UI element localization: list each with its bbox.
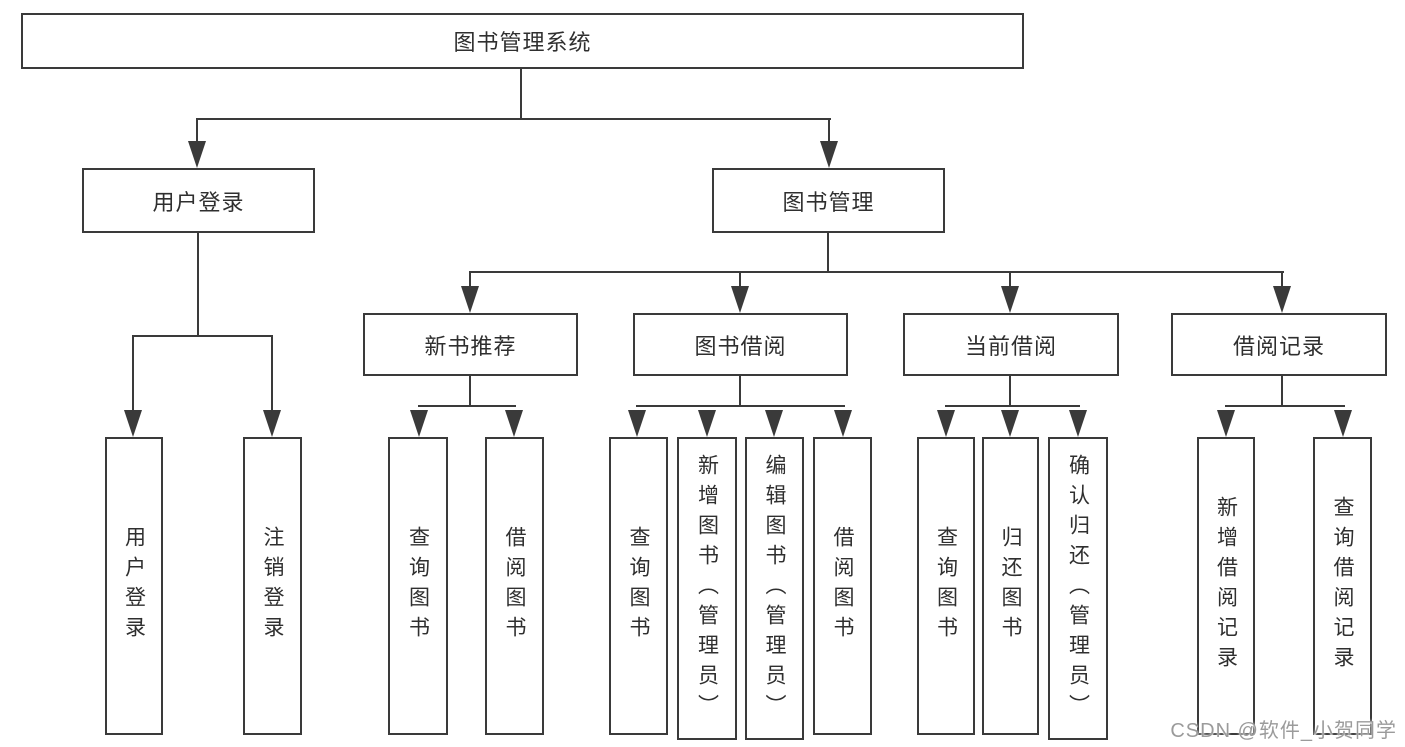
arrowhead-icon <box>505 410 523 437</box>
node-library-system: 图书管理系统 <box>21 13 1024 69</box>
connector-line <box>469 376 471 407</box>
connector-line <box>827 233 829 273</box>
node-label: 图书管理系统 <box>453 30 592 55</box>
connector-line <box>132 335 273 337</box>
connector-line <box>196 118 198 145</box>
node-user-login: 用户登录 <box>82 168 315 233</box>
node-label: 用户登录 <box>152 189 245 215</box>
connector-line <box>469 272 471 288</box>
arrowhead-icon <box>461 286 479 313</box>
node-label: 查询借阅记录 <box>1331 496 1354 676</box>
connector-line <box>520 69 522 120</box>
arrowhead-icon <box>698 410 716 437</box>
leaf-logout-login: 注销登录 <box>243 437 302 735</box>
connector-line <box>1009 376 1011 407</box>
leaf-query-borrow-record: 查询借阅记录 <box>1313 437 1372 735</box>
leaf-confirm-return-admin: 确认归还（管理员） <box>1048 437 1108 740</box>
arrowhead-icon <box>937 410 955 437</box>
arrowhead-icon <box>188 141 206 168</box>
leaf-add-borrow-record: 新增借阅记录 <box>1197 437 1255 735</box>
node-label: 新增图书（管理员） <box>695 453 719 724</box>
node-label: 查询图书 <box>406 526 430 646</box>
connector-line <box>196 118 831 120</box>
arrowhead-icon <box>1001 410 1019 437</box>
node-label: 查询图书 <box>627 526 650 646</box>
connector-line <box>418 405 516 407</box>
connector-line <box>636 405 845 407</box>
arrowhead-icon <box>1001 286 1019 313</box>
leaf-borrow-books-recommend: 借阅图书 <box>485 437 544 735</box>
node-current-borrow: 当前借阅 <box>903 313 1119 376</box>
connector-line <box>828 118 830 145</box>
arrowhead-icon <box>1069 410 1087 437</box>
arrowhead-icon <box>124 410 142 437</box>
node-label: 用户登录 <box>122 526 146 646</box>
node-book-management: 图书管理 <box>712 168 945 233</box>
node-label: 新书推荐 <box>424 333 517 359</box>
arrowhead-icon <box>263 410 281 437</box>
arrowhead-icon <box>1217 410 1235 437</box>
node-label: 编辑图书（管理员） <box>763 453 786 724</box>
node-label: 借阅图书 <box>503 526 526 646</box>
node-book-borrow: 图书借阅 <box>633 313 848 376</box>
node-label: 当前借阅 <box>964 333 1057 359</box>
leaf-query-books-current: 查询图书 <box>917 437 975 735</box>
leaf-query-books-borrow: 查询图书 <box>609 437 668 735</box>
connector-line <box>739 272 741 288</box>
leaf-add-book-admin: 新增图书（管理员） <box>677 437 737 740</box>
connector-line <box>271 335 273 412</box>
leaf-query-books-recommend: 查询图书 <box>388 437 448 735</box>
arrowhead-icon <box>1334 410 1352 437</box>
connector-line <box>739 376 741 407</box>
node-label: 新增借阅记录 <box>1214 496 1238 676</box>
node-borrow-records: 借阅记录 <box>1171 313 1387 376</box>
node-label: 查询图书 <box>934 526 958 646</box>
node-label: 注销登录 <box>261 526 284 646</box>
connector-line <box>1281 272 1283 288</box>
leaf-return-books: 归还图书 <box>982 437 1039 735</box>
leaf-edit-book-admin: 编辑图书（管理员） <box>745 437 804 740</box>
connector-line <box>1225 405 1345 407</box>
connector-line <box>469 271 1284 273</box>
connector-line <box>945 405 1080 407</box>
node-new-book-recommend: 新书推荐 <box>363 313 578 376</box>
arrowhead-icon <box>834 410 852 437</box>
arrowhead-icon <box>731 286 749 313</box>
connector-line <box>197 233 199 337</box>
node-label: 图书借阅 <box>694 333 787 359</box>
arrowhead-icon <box>820 141 838 168</box>
connector-line <box>1009 272 1011 288</box>
arrowhead-icon <box>1273 286 1291 313</box>
connector-line <box>1281 376 1283 407</box>
leaf-borrow-books-borrow: 借阅图书 <box>813 437 872 735</box>
node-label: 确认归还（管理员） <box>1066 453 1090 724</box>
leaf-user-login: 用户登录 <box>105 437 163 735</box>
arrowhead-icon <box>765 410 783 437</box>
connector-line <box>132 335 134 412</box>
node-label: 归还图书 <box>999 526 1022 646</box>
node-label: 图书管理 <box>782 189 875 215</box>
node-label: 借阅图书 <box>831 526 854 646</box>
watermark: CSDN @软件_小贺同学 <box>1170 720 1397 742</box>
arrowhead-icon <box>628 410 646 437</box>
arrowhead-icon <box>410 410 428 437</box>
node-label: 借阅记录 <box>1232 333 1325 359</box>
